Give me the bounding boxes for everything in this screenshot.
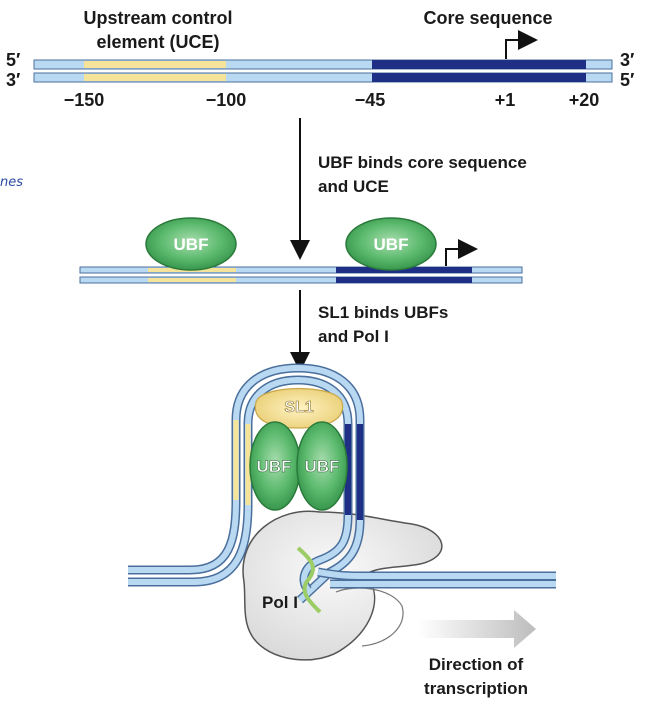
margin-note: nes — [0, 175, 23, 190]
pol-i-label: Pol I — [262, 593, 298, 612]
position-minus-45: −45 — [355, 90, 386, 110]
direction-label-line2: transcription — [424, 679, 528, 698]
uce-label-line1: Upstream control — [83, 8, 232, 28]
tss-arrow-icon-middle — [445, 239, 478, 266]
step1-caption-line1: UBF binds core sequence — [318, 153, 527, 172]
uce-label-line2: element (UCE) — [96, 32, 219, 52]
ubf-dimer: UBF UBF — [249, 421, 348, 511]
sl1-label: SL1 — [284, 399, 313, 416]
step2-caption-line2: and Pol I — [318, 327, 389, 346]
ubf-dimer-right-label: UBF — [305, 457, 340, 476]
rna-transcript — [296, 546, 322, 614]
position-minus-100: −100 — [206, 90, 247, 110]
promoter-dna — [33, 59, 613, 83]
core-sequence-label: Core sequence — [423, 8, 552, 28]
strand-bottom-left-end: 3′ — [6, 70, 20, 90]
position-plus-1: +1 — [495, 90, 516, 110]
strand-bottom-right-end: 5′ — [620, 70, 634, 90]
looped-dna — [128, 363, 556, 604]
ubf-dimer-left-label: UBF — [257, 457, 292, 476]
ubf-right-label: UBF — [374, 235, 409, 254]
direction-label-line1: Direction of — [429, 655, 524, 674]
step2-caption-line1: SL1 binds UBFs — [318, 303, 448, 322]
position-minus-150: −150 — [64, 90, 105, 110]
tss-arrow-icon — [505, 30, 538, 59]
strand-top-right-end: 3′ — [620, 50, 634, 70]
sl1-protein: SL1 — [254, 388, 344, 429]
strand-top-left-end: 5′ — [6, 50, 20, 70]
position-plus-20: +20 — [569, 90, 600, 110]
step1-caption-line2: and UCE — [318, 177, 389, 196]
bound-dna — [79, 266, 523, 284]
direction-arrow-icon — [418, 610, 536, 648]
ubf-left-label: UBF — [174, 235, 209, 254]
ubf-protein-left: UBF — [145, 217, 237, 271]
ubf-protein-right: UBF — [345, 217, 437, 271]
